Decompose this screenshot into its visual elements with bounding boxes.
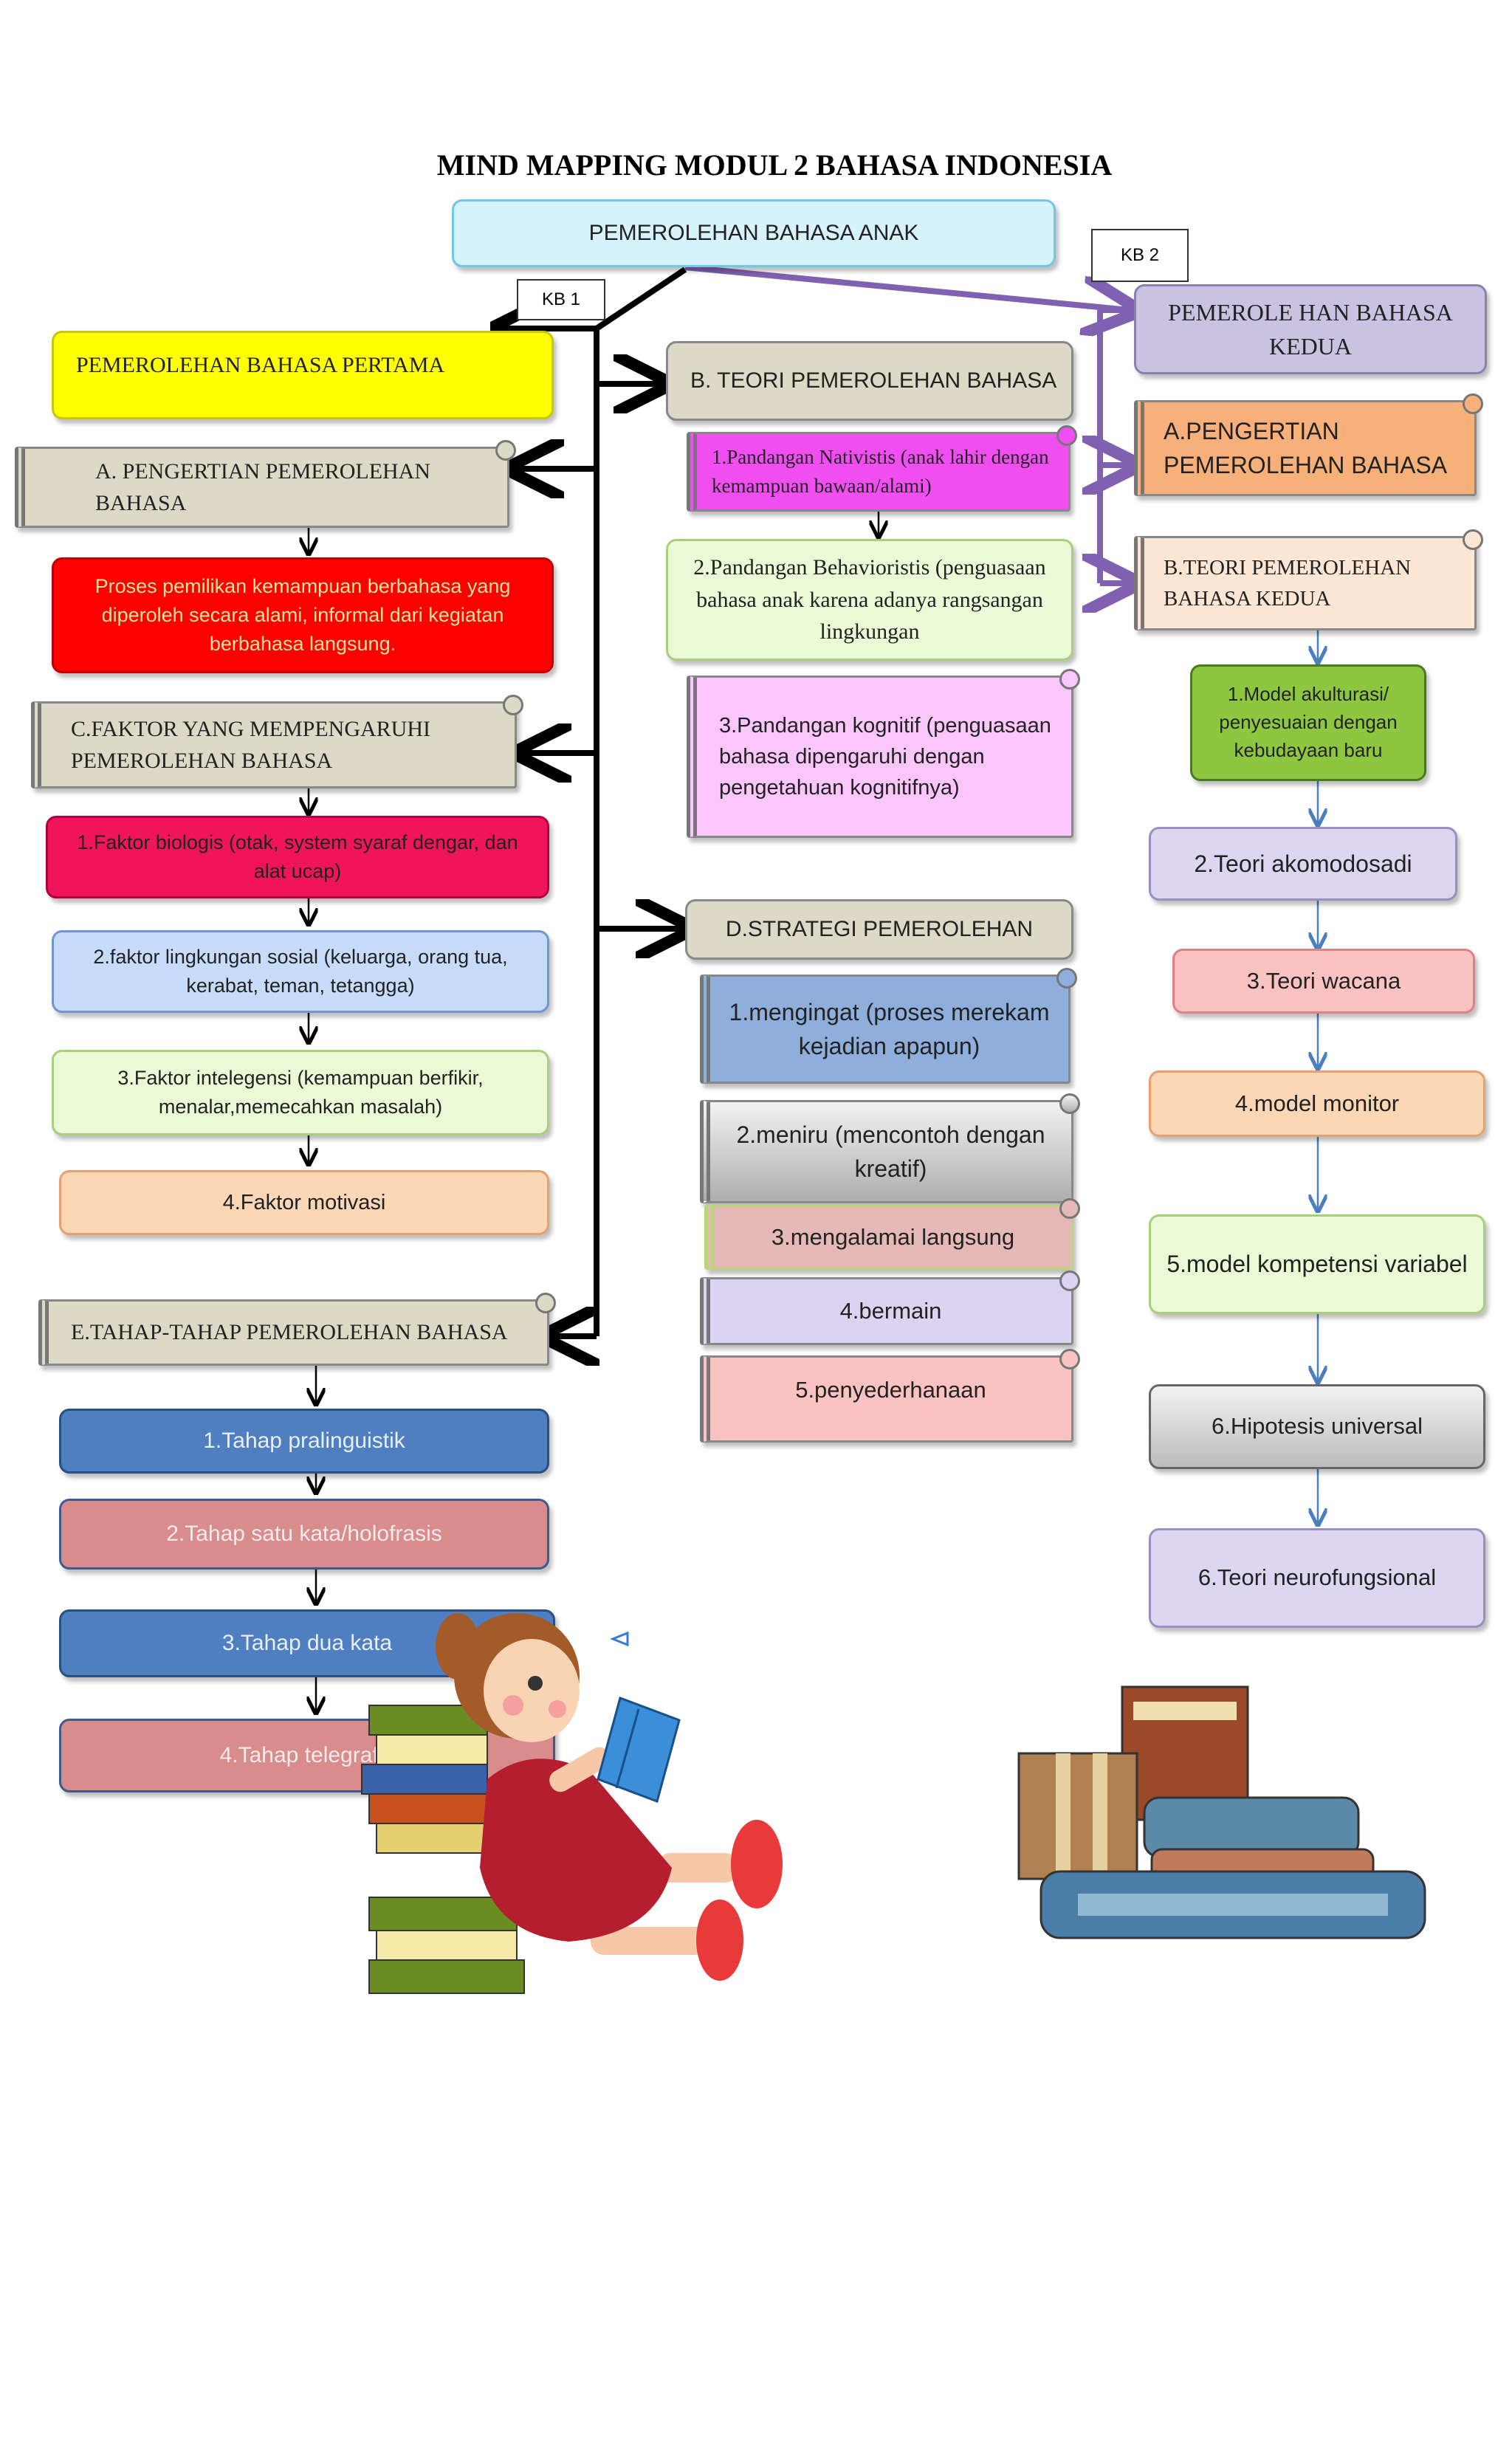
second-theory-item-6: 6.Hipotesis universal xyxy=(1149,1384,1485,1469)
strategy-item-4: 4.bermain xyxy=(700,1271,1080,1345)
second-theory-item-1: 1.Model akulturasi/ penyesuaian dengan k… xyxy=(1190,664,1426,781)
strategy-item-2: 2.meniru (mencontoh dengan kreatif) xyxy=(700,1093,1080,1203)
second-theory-item-4: 4.model monitor xyxy=(1149,1070,1485,1137)
stage-item-1: 1.Tahap pralinguistik xyxy=(59,1409,549,1474)
stages-title: E.TAHAP-TAHAP PEMEROLEHAN BAHASA xyxy=(38,1293,556,1366)
first-language-node: PEMEROLEHAN BAHASA PERTAMA xyxy=(52,331,554,419)
theory-title: B. TEORI PEMEROLEHAN BAHASA xyxy=(666,341,1073,421)
strategy-item-1: 1.mengingat (proses merekam kejadian apa… xyxy=(700,968,1077,1084)
book-stack-illustration xyxy=(1017,1685,1426,1939)
definition-text: Proses pemilikan kemampuan berbahasa yan… xyxy=(52,557,554,673)
theory-item-3: 3.Pandangan kognitif (penguasaan bahasa … xyxy=(687,669,1080,838)
kb1-label: KB 1 xyxy=(517,279,605,320)
factor-item-4: 4.Faktor motivasi xyxy=(59,1170,549,1235)
second-theory-title: B.TEORI PEMEROLEHAN BAHASA KEDUA xyxy=(1134,529,1483,630)
second-definition: A.PENGERTIAN PEMEROLEHAN BAHASA xyxy=(1134,393,1483,496)
factor-item-1: 1.Faktor biologis (otak, system syaraf d… xyxy=(46,816,549,898)
theory-item-2: 2.Pandangan Behavioristis (penguasaan ba… xyxy=(666,539,1073,661)
stage-item-2: 2.Tahap satu kata/holofrasis xyxy=(59,1499,549,1570)
strategy-item-5: 5.penyederhanaan xyxy=(700,1349,1080,1443)
strategy-item-3: 3.mengalamai langsung xyxy=(704,1198,1080,1270)
factors-title: C.FAKTOR YANG MEMPENGARUHI PEMEROLEHAN B… xyxy=(31,695,523,788)
kb2-label: KB 2 xyxy=(1091,229,1189,282)
factor-item-3: 3.Faktor intelegensi (kemampuan berfikir… xyxy=(52,1050,549,1135)
root-node: PEMEROLEHAN BAHASA ANAK xyxy=(452,199,1056,267)
second-theory-item-2: 2.Teori akomodosadi xyxy=(1149,827,1457,901)
page-title: MIND MAPPING MODUL 2 BAHASA INDONESIA xyxy=(436,148,1113,182)
second-language-node: PEMEROLE HAN BAHASA KEDUA xyxy=(1134,284,1487,374)
girl-reading-illustration xyxy=(361,1613,783,1994)
strategy-title: D.STRATEGI PEMEROLEHAN xyxy=(685,899,1073,960)
definition-title: A. PENGERTIAN PEMEROLEHAN BAHASA xyxy=(15,440,516,528)
theory-item-1: 1.Pandangan Nativistis (anak lahir denga… xyxy=(687,425,1077,512)
second-theory-item-5: 5.model kompetensi variabel xyxy=(1149,1214,1485,1314)
factor-item-2: 2.faktor lingkungan sosial (keluarga, or… xyxy=(52,930,549,1013)
second-theory-item-7: 6.Teori neurofungsional xyxy=(1149,1528,1485,1628)
second-theory-item-3: 3.Teori wacana xyxy=(1172,949,1475,1014)
